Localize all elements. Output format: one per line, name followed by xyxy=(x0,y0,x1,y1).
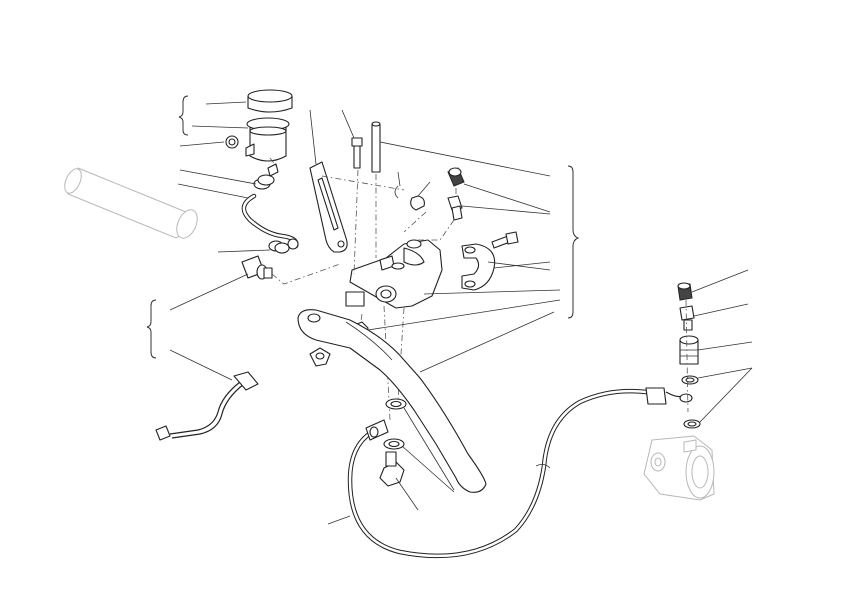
alignment-line xyxy=(403,211,427,233)
leader-line xyxy=(401,445,455,493)
washer xyxy=(683,367,753,429)
slave-cylinder xyxy=(643,435,715,501)
alignment-line xyxy=(359,313,363,329)
bleed-cap xyxy=(677,269,749,301)
leader-line xyxy=(169,273,249,311)
master-cylinder-washer xyxy=(391,262,405,270)
hose-clip-upper xyxy=(179,169,275,190)
alignment-line xyxy=(353,169,359,275)
nut xyxy=(349,299,561,339)
reservoir-cap xyxy=(205,89,293,113)
clamp-bolt xyxy=(491,231,519,249)
brace-top-left xyxy=(178,95,189,136)
hose-fitting-upper xyxy=(267,157,279,177)
hose-clip-lower xyxy=(217,238,299,254)
bleed-cap xyxy=(447,167,551,213)
bleed-screw xyxy=(447,195,551,221)
pivot-bolt xyxy=(410,181,431,211)
clamp xyxy=(461,243,551,291)
leader-line xyxy=(395,477,419,511)
hose-banjo-upper xyxy=(365,419,389,441)
cable-bolt xyxy=(341,109,363,169)
alignment-line xyxy=(418,219,455,241)
spring-clip xyxy=(394,171,401,199)
lever-adjuster xyxy=(309,347,331,367)
hose-fitting xyxy=(241,255,341,285)
washer xyxy=(385,398,407,410)
clutch-lever xyxy=(297,309,555,493)
switch-wire xyxy=(155,349,259,441)
reservoir xyxy=(191,117,290,162)
washer xyxy=(681,367,753,385)
hose-banjo-lower xyxy=(645,387,693,405)
bleed-screw xyxy=(679,303,749,331)
fitting xyxy=(679,335,753,365)
clutch-hose xyxy=(327,388,649,559)
grommet xyxy=(179,135,239,149)
alignment-line xyxy=(685,299,689,413)
washer xyxy=(383,438,405,450)
stud-pin xyxy=(371,121,551,177)
reservoir-bracket xyxy=(309,109,348,253)
banjo-bolt xyxy=(379,451,405,487)
brace-right xyxy=(567,165,580,319)
leader-line xyxy=(403,407,455,491)
alignment-line xyxy=(321,175,405,191)
handlebar-grip xyxy=(64,167,198,239)
master-cylinder-body xyxy=(345,239,561,309)
brace-left xyxy=(146,299,157,359)
